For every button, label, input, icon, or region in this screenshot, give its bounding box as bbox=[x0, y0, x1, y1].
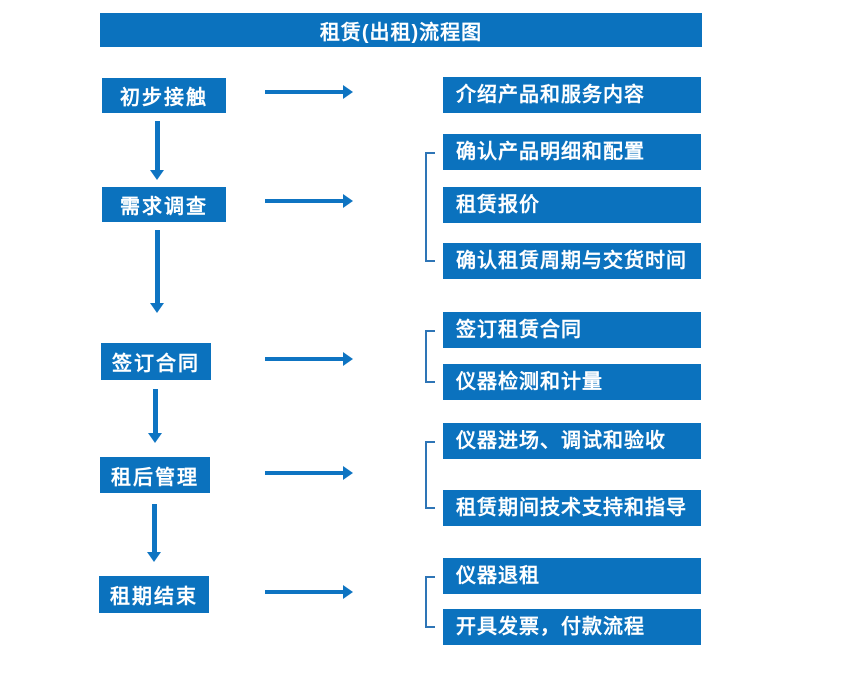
arrow-right-demand-survey-icon bbox=[265, 194, 353, 208]
task-box-introduce-products-services: 介绍产品和服务内容 bbox=[443, 77, 701, 113]
task-box-rental-quotation: 租赁报价 bbox=[443, 187, 701, 223]
task-box-invoice-payment-process: 开具发票，付款流程 bbox=[443, 609, 701, 645]
arrow-right-rental-period-end-icon bbox=[265, 585, 353, 599]
task-box-instrument-entry-acceptance: 仪器进场、调试和验收 bbox=[443, 423, 701, 459]
step-box-rental-period-end: 租期结束 bbox=[99, 576, 209, 613]
arrow-down-1-icon bbox=[150, 121, 164, 180]
arrow-right-sign-contract-icon bbox=[265, 352, 353, 366]
arrow-right-initial-contact-icon bbox=[265, 85, 353, 99]
task-box-confirm-product-details: 确认产品明细和配置 bbox=[443, 134, 701, 170]
bracket-demand-survey-group bbox=[425, 152, 435, 262]
bracket-post-rental-management-group bbox=[425, 441, 435, 509]
arrow-down-3-icon bbox=[148, 389, 162, 443]
step-box-demand-survey: 需求调查 bbox=[102, 187, 226, 222]
bracket-sign-contract-group bbox=[425, 330, 435, 383]
diagram-title: 租赁(出租)流程图 bbox=[100, 13, 702, 47]
task-box-instrument-return: 仪器退租 bbox=[443, 558, 701, 594]
arrow-down-4-icon bbox=[147, 504, 161, 562]
step-box-initial-contact: 初步接触 bbox=[102, 78, 226, 113]
task-box-technical-support-guidance: 租赁期间技术支持和指导 bbox=[443, 490, 701, 526]
task-box-instrument-inspection: 仪器检测和计量 bbox=[443, 364, 701, 400]
task-box-confirm-rental-period: 确认租赁周期与交货时间 bbox=[443, 243, 701, 279]
step-box-post-rental-management: 租后管理 bbox=[100, 457, 210, 493]
step-box-sign-contract: 签订合同 bbox=[101, 343, 211, 380]
bracket-rental-period-end-group bbox=[425, 576, 435, 628]
arrow-down-2-icon bbox=[150, 230, 164, 313]
task-box-sign-rental-contract: 签订租赁合同 bbox=[443, 312, 701, 348]
arrow-right-post-rental-management-icon bbox=[265, 466, 353, 480]
